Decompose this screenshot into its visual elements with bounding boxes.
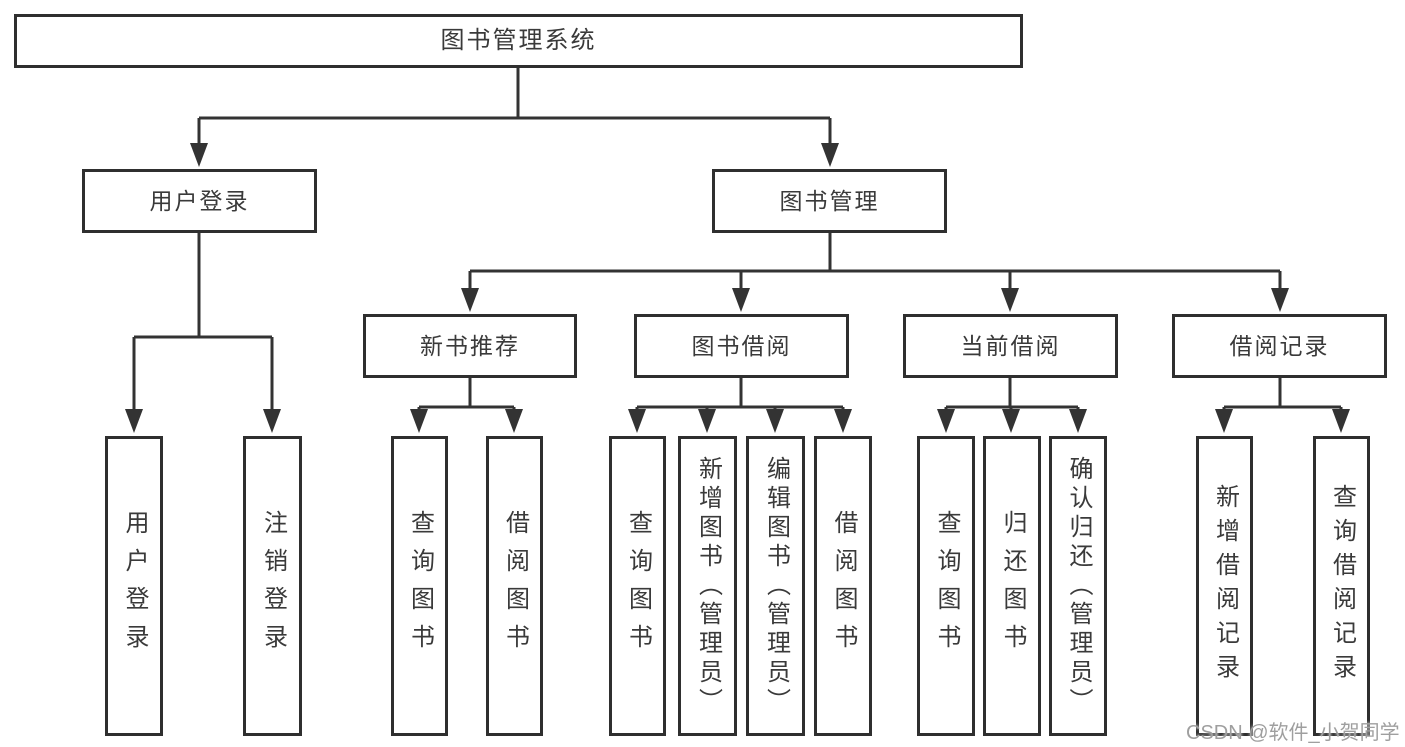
arrow-down-icon xyxy=(937,409,955,433)
arrow-down-icon xyxy=(1002,409,1020,433)
connector-user-login xyxy=(125,233,281,433)
connector-current-borrowing xyxy=(937,378,1087,433)
arrow-down-icon xyxy=(1332,409,1350,433)
arrow-down-icon xyxy=(461,288,479,312)
arrow-down-icon xyxy=(410,409,428,433)
leaf-br-add-record: 新增借阅记录 xyxy=(1196,436,1253,736)
arrow-down-icon xyxy=(821,143,839,167)
connector-path xyxy=(635,378,845,419)
connector-book-management xyxy=(461,233,1289,312)
leaf-logout: 注销登录 xyxy=(243,436,302,736)
node-book-borrowing: 图书借阅 xyxy=(634,314,849,378)
node-current-borrowing: 当前借阅 xyxy=(903,314,1118,378)
leaf-nbr-borrow-book: 借阅图书 xyxy=(486,436,543,736)
connector-path xyxy=(417,378,516,419)
arrow-down-icon xyxy=(125,409,143,433)
connector-book-borrowing xyxy=(628,378,852,433)
arrow-down-icon xyxy=(766,409,784,433)
node-book-management: 图书管理 xyxy=(712,169,947,233)
connector-path xyxy=(132,233,274,419)
arrow-down-icon xyxy=(698,409,716,433)
arrow-down-icon xyxy=(1215,409,1233,433)
arrow-down-icon xyxy=(628,409,646,433)
leaf-nbr-query-book: 查询图书 xyxy=(391,436,448,736)
node-library-system: 图书管理系统 xyxy=(14,14,1023,68)
watermark: CSDN @软件_小贺同学 xyxy=(1186,722,1400,744)
arrow-down-icon xyxy=(505,409,523,433)
node-user-login: 用户登录 xyxy=(82,169,317,233)
arrow-down-icon xyxy=(1069,409,1087,433)
connector-path xyxy=(1222,377,1343,419)
leaf-br-query-record: 查询借阅记录 xyxy=(1313,436,1370,736)
leaf-user-login: 用户登录 xyxy=(105,436,163,736)
leaf-cb-return-book: 归还图书 xyxy=(983,436,1041,736)
leaf-bb-edit-book-admin: 编辑图书（管理员） xyxy=(746,436,805,736)
leaf-bb-add-book-admin: 新增图书（管理员） xyxy=(678,436,737,736)
leaf-cb-query-book: 查询图书 xyxy=(917,436,975,736)
connector-new-book-recommend xyxy=(410,378,523,433)
leaf-bb-query-book: 查询图书 xyxy=(609,436,666,736)
arrow-down-icon xyxy=(834,409,852,433)
leaf-cb-confirm-return-admin: 确认归还（管理员） xyxy=(1049,436,1107,736)
connector-root xyxy=(190,68,839,167)
arrow-down-icon xyxy=(263,409,281,433)
arrow-down-icon xyxy=(732,288,750,312)
arrow-down-icon xyxy=(1271,288,1289,312)
connector-path xyxy=(468,233,1282,298)
connector-path xyxy=(197,68,832,153)
leaf-bb-borrow-book: 借阅图书 xyxy=(814,436,872,736)
connector-borrow-records xyxy=(1215,377,1350,433)
arrow-down-icon xyxy=(1001,288,1019,312)
node-new-book-recommend: 新书推荐 xyxy=(363,314,577,378)
node-borrow-records: 借阅记录 xyxy=(1172,314,1387,378)
arrow-down-icon xyxy=(190,143,208,167)
